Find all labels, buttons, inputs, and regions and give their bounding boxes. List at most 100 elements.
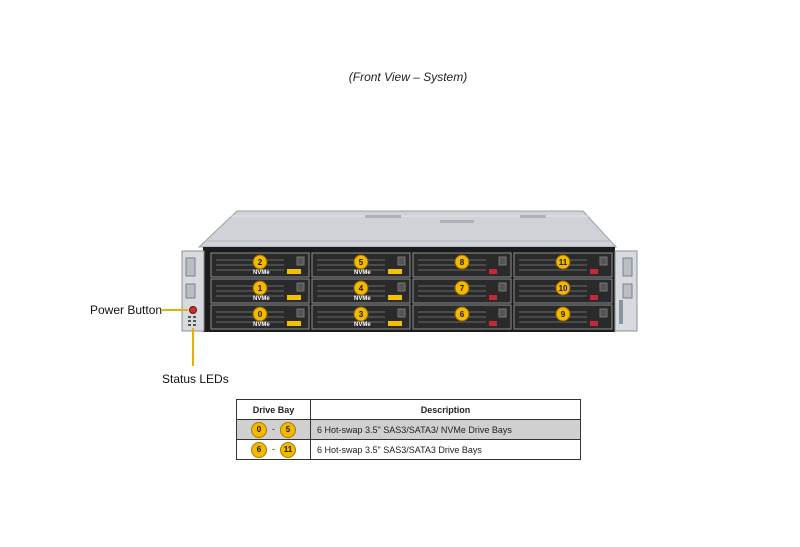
bay-number: 4	[359, 284, 364, 293]
bay-badge: 6	[251, 441, 267, 458]
nvme-label: NVMe	[354, 322, 371, 328]
bay-number: 11	[559, 258, 568, 267]
vent-stripe	[519, 290, 587, 292]
power-button-label: Power Button	[90, 303, 163, 317]
vent-stripe	[519, 259, 587, 261]
vent-stripe	[317, 285, 385, 287]
bay-number-badge	[555, 280, 571, 296]
vent-stripe	[216, 321, 284, 323]
vent-stripe	[216, 269, 284, 271]
latch-tab	[388, 295, 402, 300]
description-cell: 6 Hot-swap 3.5" SAS3/SATA3 Drive Bays	[310, 439, 581, 460]
nvme-label: NVMe	[354, 296, 371, 302]
latch-tab	[489, 321, 497, 326]
vent-stripe	[216, 290, 284, 292]
latch-tab	[287, 295, 301, 300]
latch-tab	[590, 295, 598, 300]
bay-number-badge	[353, 280, 369, 296]
bay-number-badge	[454, 306, 470, 322]
bay-number-badge	[353, 254, 369, 270]
release-button	[296, 308, 305, 318]
release-button	[296, 282, 305, 292]
drive-bay[interactable]: NVMe 4	[311, 278, 411, 304]
bay-number: 5	[359, 258, 364, 267]
vent-stripe	[317, 264, 385, 266]
drive-bay[interactable]: 8	[412, 252, 512, 278]
nvme-label: NVMe	[253, 296, 270, 302]
bay-number: 1	[258, 284, 263, 293]
release-button	[296, 256, 305, 266]
bay-number: 10	[559, 284, 568, 293]
bay-range-cell: 0-5	[236, 419, 311, 440]
bay-badge: 5	[280, 421, 296, 438]
nvme-label: NVMe	[253, 270, 270, 276]
drive-bay[interactable]: NVMe 2	[210, 252, 310, 278]
bay-number-badge	[252, 254, 268, 270]
vent-stripe	[317, 321, 385, 323]
status-leds-label: Status LEDs	[162, 372, 229, 386]
release-button	[397, 256, 406, 266]
vent-stripe	[418, 285, 486, 287]
table-header-row: Drive Bay Description	[236, 399, 581, 420]
vent-stripe	[418, 321, 486, 323]
vent-stripe	[216, 264, 284, 266]
chassis-top-cover	[197, 210, 618, 248]
description-cell: 6 Hot-swap 3.5" SAS3/SATA3/ NVMe Drive B…	[310, 419, 581, 440]
bay-range-cell: 6-11	[236, 439, 311, 460]
vent-stripe	[519, 285, 587, 287]
release-button	[498, 308, 507, 318]
bay-number: 6	[460, 310, 465, 319]
table-row: 0-5 6 Hot-swap 3.5" SAS3/SATA3/ NVMe Dri…	[236, 419, 581, 440]
bay-badge: 11	[280, 441, 296, 458]
vent-stripe	[317, 259, 385, 261]
drive-bay[interactable]: 6	[412, 304, 512, 330]
vent-stripe	[519, 311, 587, 313]
vent-stripe	[519, 321, 587, 323]
vent-stripe	[216, 259, 284, 261]
bay-number: 9	[561, 310, 566, 319]
latch-tab	[287, 321, 301, 326]
latch-tab	[590, 321, 598, 326]
drive-bay[interactable]: NVMe 1	[210, 278, 310, 304]
release-button	[599, 256, 608, 266]
vent-stripe	[519, 295, 587, 297]
vent-stripe	[317, 311, 385, 313]
latch-tab	[590, 269, 598, 274]
bay-number-badge	[252, 306, 268, 322]
vent-stripe	[216, 311, 284, 313]
power-button[interactable]	[189, 306, 197, 314]
vent-stripe	[418, 290, 486, 292]
release-button	[397, 308, 406, 318]
bay-number: 2	[258, 258, 263, 267]
vent-stripe	[418, 259, 486, 261]
drive-bay[interactable]: 11	[513, 252, 613, 278]
latch-tab	[388, 321, 402, 326]
status-leds	[188, 316, 196, 326]
release-button	[599, 308, 608, 318]
nvme-label: NVMe	[253, 322, 270, 328]
bay-number-badge	[454, 254, 470, 270]
vent-stripe	[418, 311, 486, 313]
drive-bay[interactable]: 10	[513, 278, 613, 304]
drive-bay[interactable]: 9	[513, 304, 613, 330]
vent-stripe	[317, 316, 385, 318]
release-button	[498, 256, 507, 266]
bay-number: 8	[460, 258, 465, 267]
release-button	[599, 282, 608, 292]
release-button	[498, 282, 507, 292]
vent-stripe	[317, 269, 385, 271]
bay-number-badge	[353, 306, 369, 322]
latch-tab	[489, 269, 497, 274]
range-dash: -	[272, 423, 275, 434]
bay-number-badge	[555, 254, 571, 270]
latch-tab	[287, 269, 301, 274]
vent-stripe	[519, 316, 587, 318]
vent-stripe	[216, 285, 284, 287]
figure-caption: (Front View – System)	[348, 70, 468, 84]
drive-bay[interactable]: 7	[412, 278, 512, 304]
vent-stripe	[216, 295, 284, 297]
vent-stripe	[216, 316, 284, 318]
